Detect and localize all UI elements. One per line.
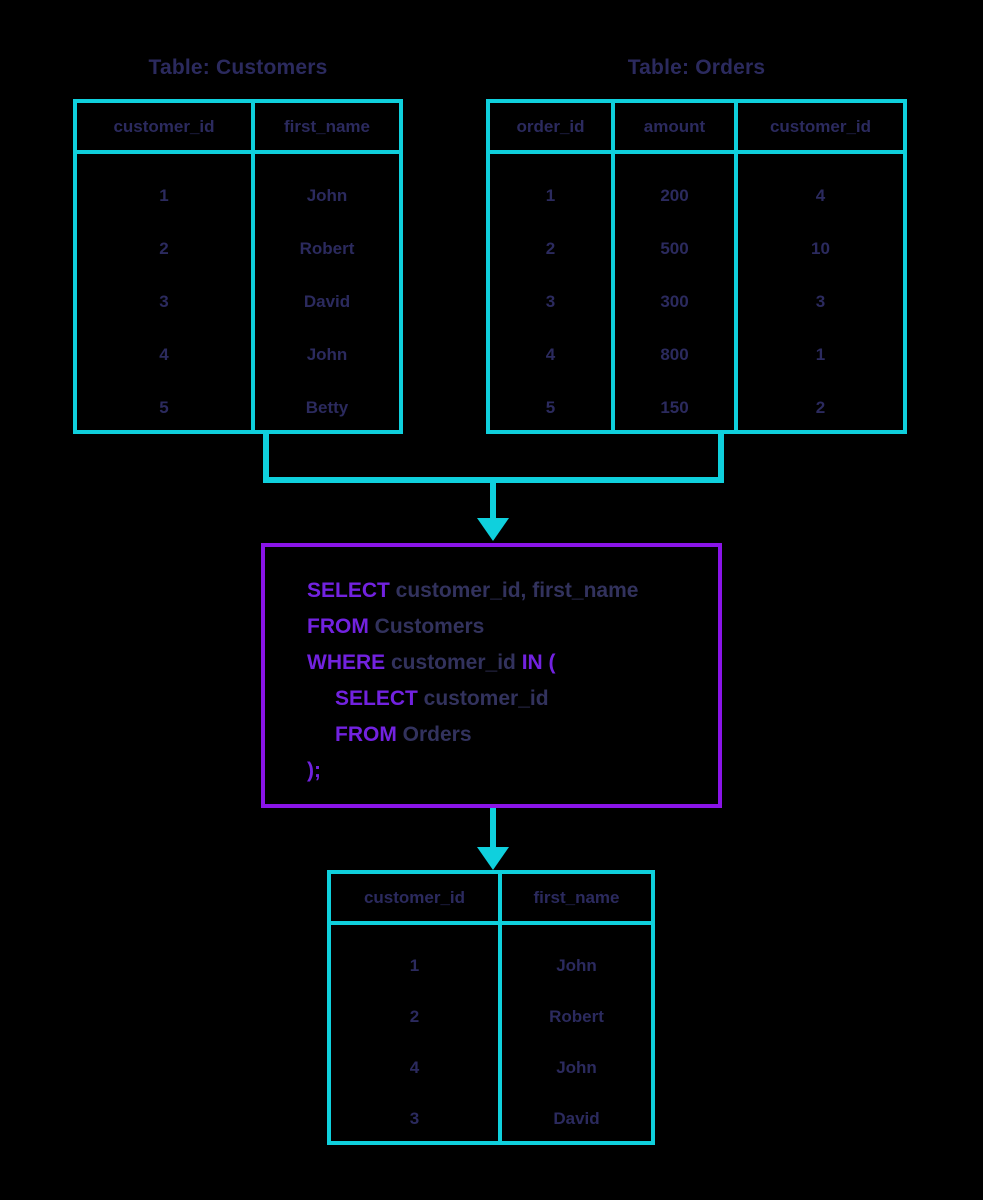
column-header: first_name [284,116,370,136]
table-cell: 800 [660,344,689,364]
table-cell: 150 [660,397,689,417]
table-cell: 3 [409,1109,420,1129]
arrow-down-icon [477,847,509,870]
sql-line: ); [307,753,718,789]
table-cell: 1 [545,186,556,206]
table-cell: 2 [815,397,826,417]
sql-line: SELECT customer_id, first_name [307,573,718,609]
orders-table-title: Table: Orders [627,56,766,79]
sql-keyword: FROM [307,615,369,638]
table-cell: John [556,1058,597,1078]
column-first-name: first_name [498,874,651,921]
table-cell: 10 [811,239,830,259]
table-cell: 3 [815,291,826,311]
table-cell: 1 [409,955,420,975]
column-values-first-name: John Robert John David [498,925,651,1145]
sql-line: FROM Customers [307,609,718,645]
sql-closing-paren: ); [307,759,321,782]
table-header-row: order_id amount customer_id [490,103,903,154]
table-cell: 500 [660,239,689,259]
sql-identifier: customer_id [385,651,522,674]
table-cell: David [303,291,351,311]
table-cell: 200 [660,186,689,206]
table-cell: 2 [409,1006,420,1026]
column-values-amount: 200 500 300 800 150 [611,154,734,434]
table-cell: Robert [299,239,355,259]
table-cell: 3 [545,291,556,311]
sql-keyword: FROM [335,723,397,746]
table-cell: 1 [159,186,169,206]
table-cell: 2 [545,239,556,259]
column-header: amount [643,116,706,136]
sql-line: FROM Orders [307,717,718,753]
table-cell: 4 [409,1058,420,1078]
table-body: 1 2 4 3 John Robert John David [331,925,651,1145]
column-header: order_id [516,116,585,136]
column-header: customer_id [363,887,466,907]
table-cell: David [553,1109,600,1129]
sql-keyword: SELECT [335,687,418,710]
connector-line-orders [718,434,724,483]
table-header-row: customer_id first_name [77,103,399,154]
table-cell: 2 [159,239,169,259]
connector-stem-to-result [490,808,496,851]
connector-line-customers [263,434,269,483]
column-header: first_name [533,887,620,907]
column-values-order-id: 1 2 3 4 5 [490,154,611,434]
column-header: customer_id [769,116,872,136]
table-cell: 4 [159,344,169,364]
column-values-first-name: John Robert David John Betty [251,154,399,434]
column-values-customer-id: 1 2 3 4 5 [77,154,251,434]
sql-identifier: Customers [368,615,485,638]
column-values-customer-id: 1 2 4 3 [331,925,498,1145]
sql-keyword: SELECT [307,579,390,602]
connector-stem-to-query [490,477,496,522]
sql-identifier: Orders [396,723,472,746]
table-cell: 3 [159,291,169,311]
sql-keyword: WHERE [307,651,386,674]
sql-keyword-in: IN ( [521,651,556,674]
sql-identifier: customer_id [417,687,549,710]
table-cell: John [556,955,597,975]
column-order-id: order_id [490,103,611,150]
table-cell: 1 [815,344,826,364]
sql-identifier: customer_id, first_name [389,579,639,602]
table-cell: Betty [305,397,349,417]
sql-query-box: SELECT customer_id, first_name FROM Cust… [261,543,722,808]
table-cell: John [306,186,348,206]
column-customer-id: customer_id [734,103,903,150]
arrow-down-icon [477,518,509,541]
table-header-row: customer_id first_name [331,874,651,925]
table-body: 1 2 3 4 5 200 500 300 800 150 4 10 3 1 2 [490,154,903,434]
column-first-name: first_name [251,103,399,150]
table-cell: John [306,344,348,364]
table-cell: 5 [159,397,169,417]
column-customer-id: customer_id [77,103,251,150]
column-values-customer-id: 4 10 3 1 2 [734,154,903,434]
table-cell: 5 [545,397,556,417]
result-table: customer_id first_name 1 2 4 3 John Robe… [327,870,655,1145]
column-header: customer_id [113,116,215,136]
column-amount: amount [611,103,734,150]
table-cell: 300 [660,291,689,311]
customers-table-title: Table: Customers [148,56,328,79]
table-cell: 4 [545,344,556,364]
table-body: 1 2 3 4 5 John Robert David John Betty [77,154,399,434]
customers-table: customer_id first_name 1 2 3 4 5 John Ro… [73,99,403,434]
table-cell: 4 [815,186,826,206]
sql-line: WHERE customer_id IN ( [307,645,718,681]
orders-table: order_id amount customer_id 1 2 3 4 5 20… [486,99,907,434]
table-cell: Robert [549,1006,604,1026]
sql-line: SELECT customer_id [307,681,718,717]
column-customer-id: customer_id [331,874,498,921]
